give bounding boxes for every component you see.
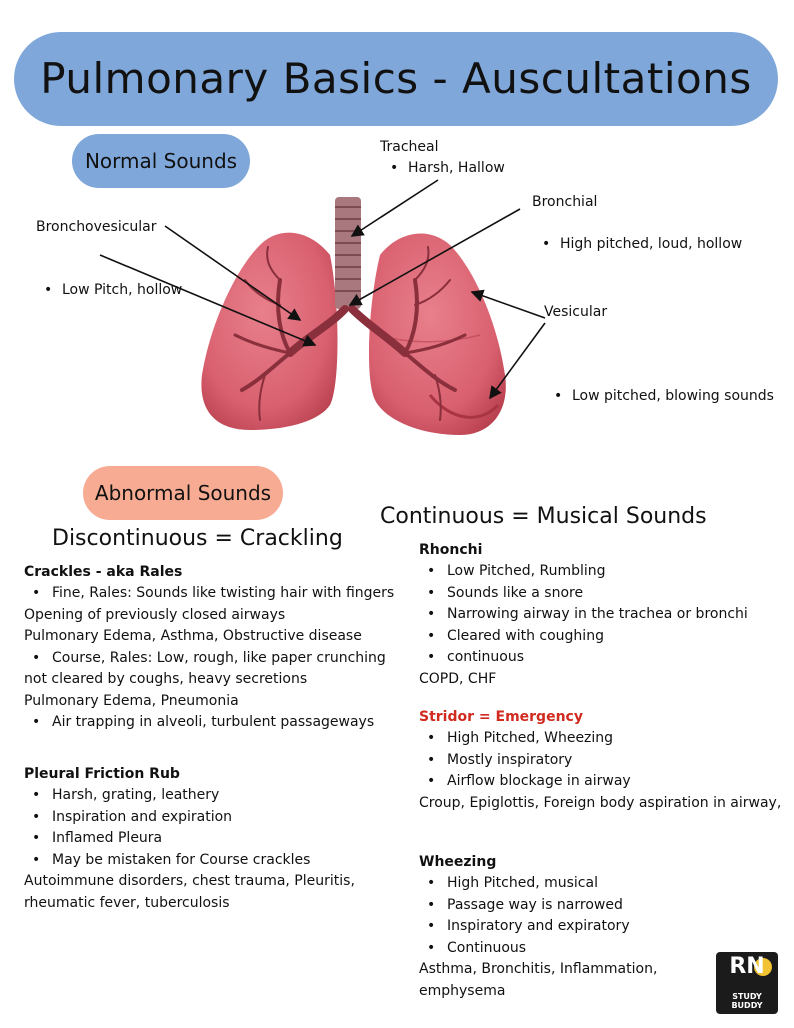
list-item: Inflamed Pleura [24, 828, 384, 850]
wheezing-title: Wheezing [419, 854, 497, 870]
crackles-air-bullet: Air trapping in alveoli, turbulent passa… [24, 712, 384, 734]
list-item: Passage way is narrowed [419, 895, 709, 917]
wheezing-note2: emphysema [419, 982, 506, 999]
wheezing-section: Wheezing High Pitched, musical Passage w… [419, 852, 709, 1002]
list-item: Inspiratory and expiratory [419, 916, 709, 938]
friction-rub-section: Pleural Friction Rub Harsh, grating, lea… [24, 764, 384, 914]
rhonchi-title: Rhonchi [419, 542, 483, 558]
friction-rub-note2: rheumatic fever, tuberculosis [24, 894, 230, 911]
bronchovesicular-description: Low Pitch, hollow [38, 280, 794, 301]
crackles-course-line1: not cleared by coughs, heavy secretions [24, 671, 308, 687]
page-title: Pulmonary Basics - Auscultations [40, 54, 752, 103]
tracheal-description: Harsh, Hallow [384, 158, 794, 179]
list-item: Narrowing airway in the trachea or bronc… [419, 604, 779, 626]
stridor-title: Stridor = Emergency [419, 709, 583, 725]
list-item: Sounds like a snore [419, 583, 779, 605]
crackles-fine-line2: Pulmonary Edema, Asthma, Obstructive dis… [24, 628, 362, 644]
wheezing-note1: Asthma, Bronchitis, Inflammation, [419, 961, 658, 977]
list-item: Mostly inspiratory [419, 750, 789, 772]
logo-bottom-text: STUDY BUDDY [731, 992, 763, 1010]
friction-rub-note1: Autoimmune disorders, chest trauma, Pleu… [24, 873, 355, 889]
title-banner [14, 32, 778, 126]
vesicular-description: Low pitched, blowing sounds [548, 386, 794, 407]
crackles-section: Crackles - aka Rales Fine, Rales: Sounds… [24, 562, 394, 734]
bronchial-label: Bronchial [532, 194, 598, 210]
crackles-fine-line1: Opening of previously closed airways [24, 606, 286, 623]
list-item: Airflow blockage in airway [419, 771, 789, 793]
discontinuous-heading: Discontinuous = Crackling [52, 526, 343, 551]
vesicular-label: Vesicular [544, 304, 608, 320]
rhonchi-note: COPD, CHF [419, 670, 497, 687]
list-item: Harsh, grating, leathery [24, 785, 384, 807]
list-item: Continuous [419, 938, 709, 960]
list-item: Inspiration and expiration [24, 807, 384, 829]
crackles-course-line2: Pulmonary Edema, Pneumonia [24, 692, 239, 709]
list-item: Cleared with coughing [419, 626, 779, 648]
rhonchi-section: Rhonchi Low Pitched, Rumbling Sounds lik… [419, 540, 779, 690]
list-item: continuous [419, 647, 779, 669]
tracheal-label: Tracheal [380, 139, 439, 155]
mascot-icon [754, 958, 772, 976]
continuous-heading: Continuous = Musical Sounds [380, 504, 707, 529]
crackles-title: Crackles - aka Rales [24, 564, 183, 580]
crackles-fine-bullet: Fine, Rales: Sounds like twisting hair w… [24, 583, 394, 605]
bronchovesicular-label: Bronchovesicular [36, 219, 157, 235]
stridor-section: Stridor = Emergency High Pitched, Wheezi… [419, 707, 789, 814]
list-item: High Pitched, musical [419, 873, 709, 895]
list-item: High Pitched, Wheezing [419, 728, 789, 750]
bronchial-description: High pitched, loud, hollow [536, 234, 794, 255]
list-item: Low Pitched, Rumbling [419, 561, 779, 583]
list-item: May be mistaken for Course crackles [24, 850, 384, 872]
normal-sounds-heading: Normal Sounds [72, 134, 250, 188]
logo-top-text: RN [729, 954, 765, 979]
abnormal-sounds-heading: Abnormal Sounds [83, 466, 283, 520]
stridor-note: Croup, Epiglottis, Foreign body aspirati… [419, 794, 782, 811]
friction-rub-title: Pleural Friction Rub [24, 766, 180, 782]
crackles-course-bullet: Course, Rales: Low, rough, like paper cr… [24, 648, 386, 670]
